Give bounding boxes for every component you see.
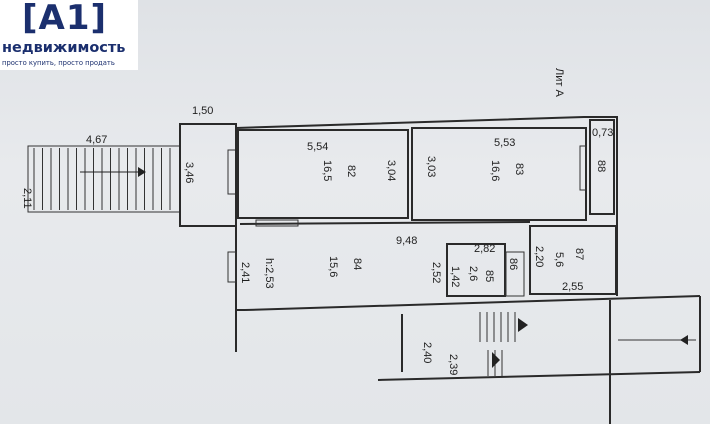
dim-room-87-width: 2,55 xyxy=(562,281,583,293)
logo-name: недвижимость xyxy=(2,40,126,56)
dim-room-88-width: 0,73 xyxy=(592,127,613,139)
stair-steps xyxy=(479,312,516,376)
room-87-area: 5,6 xyxy=(553,252,565,267)
dim-stairs-length: 4,67 xyxy=(86,134,107,146)
room-87-outline xyxy=(529,225,617,295)
building-label: Лит А xyxy=(553,68,565,97)
stair-steps xyxy=(33,148,171,210)
room-82-outline xyxy=(237,129,409,219)
corridor-wall xyxy=(239,221,531,225)
room-88-number: 88 xyxy=(595,160,607,172)
dim-stair-2-a: 2,40 xyxy=(421,342,433,363)
dim-stair-2-b: 2,39 xyxy=(447,354,459,375)
dim-porch-height: 3,46 xyxy=(183,162,195,183)
room-84-area: 15,6 xyxy=(327,256,339,277)
wall-middle-lower xyxy=(244,295,701,311)
dim-room-83-width: 5,53 xyxy=(494,137,515,149)
ceiling-height: h:2,53 xyxy=(263,258,275,289)
wall-bottom xyxy=(377,371,701,381)
logo-brand: [A1] xyxy=(22,0,108,38)
room-86-number: 86 xyxy=(507,258,519,270)
room-86-outline xyxy=(505,251,525,297)
room-87-number: 87 xyxy=(573,248,585,260)
arrow-head xyxy=(518,318,528,332)
window xyxy=(227,251,237,283)
dim-room-83-height: 3,03 xyxy=(425,156,437,177)
dim-porch-width: 1,50 xyxy=(192,105,213,117)
dim-long-wall: 9,48 xyxy=(396,235,417,247)
dim-room-84-height: 2,41 xyxy=(239,262,251,283)
room-83-area: 16,6 xyxy=(489,160,501,181)
room-88-outline xyxy=(589,119,615,215)
room-82-number: 82 xyxy=(345,165,357,177)
dim-room-85-small: 1,42 xyxy=(449,266,461,287)
logo-slogan: просто купить, просто продать xyxy=(2,59,115,67)
outer-wall-top xyxy=(235,116,618,296)
window-opening xyxy=(255,219,299,227)
porch-outline xyxy=(179,123,237,227)
arrow-head xyxy=(680,335,688,345)
room-83-number: 83 xyxy=(513,163,525,175)
arrow-head xyxy=(138,167,146,177)
window xyxy=(579,145,587,191)
dim-room-82-height: 3,04 xyxy=(385,160,397,181)
room-84-number: 84 xyxy=(351,258,363,270)
room-85-outline xyxy=(446,243,506,297)
dim-room-85-height: 2,52 xyxy=(430,262,442,283)
dim-room-87-height: 2,20 xyxy=(533,246,545,267)
dim-stairs-width: 2,11 xyxy=(21,188,33,209)
arrow-head xyxy=(492,352,500,368)
window xyxy=(227,149,237,195)
dim-room-85-width: 2,82 xyxy=(474,243,495,255)
room-85-area: 2,6 xyxy=(467,266,479,281)
dim-room-82-width: 5,54 xyxy=(307,141,328,153)
logo: [A1] недвижимость просто купить, просто … xyxy=(0,0,138,70)
room-85-number: 85 xyxy=(483,270,495,282)
room-82-area: 16,5 xyxy=(321,160,333,181)
